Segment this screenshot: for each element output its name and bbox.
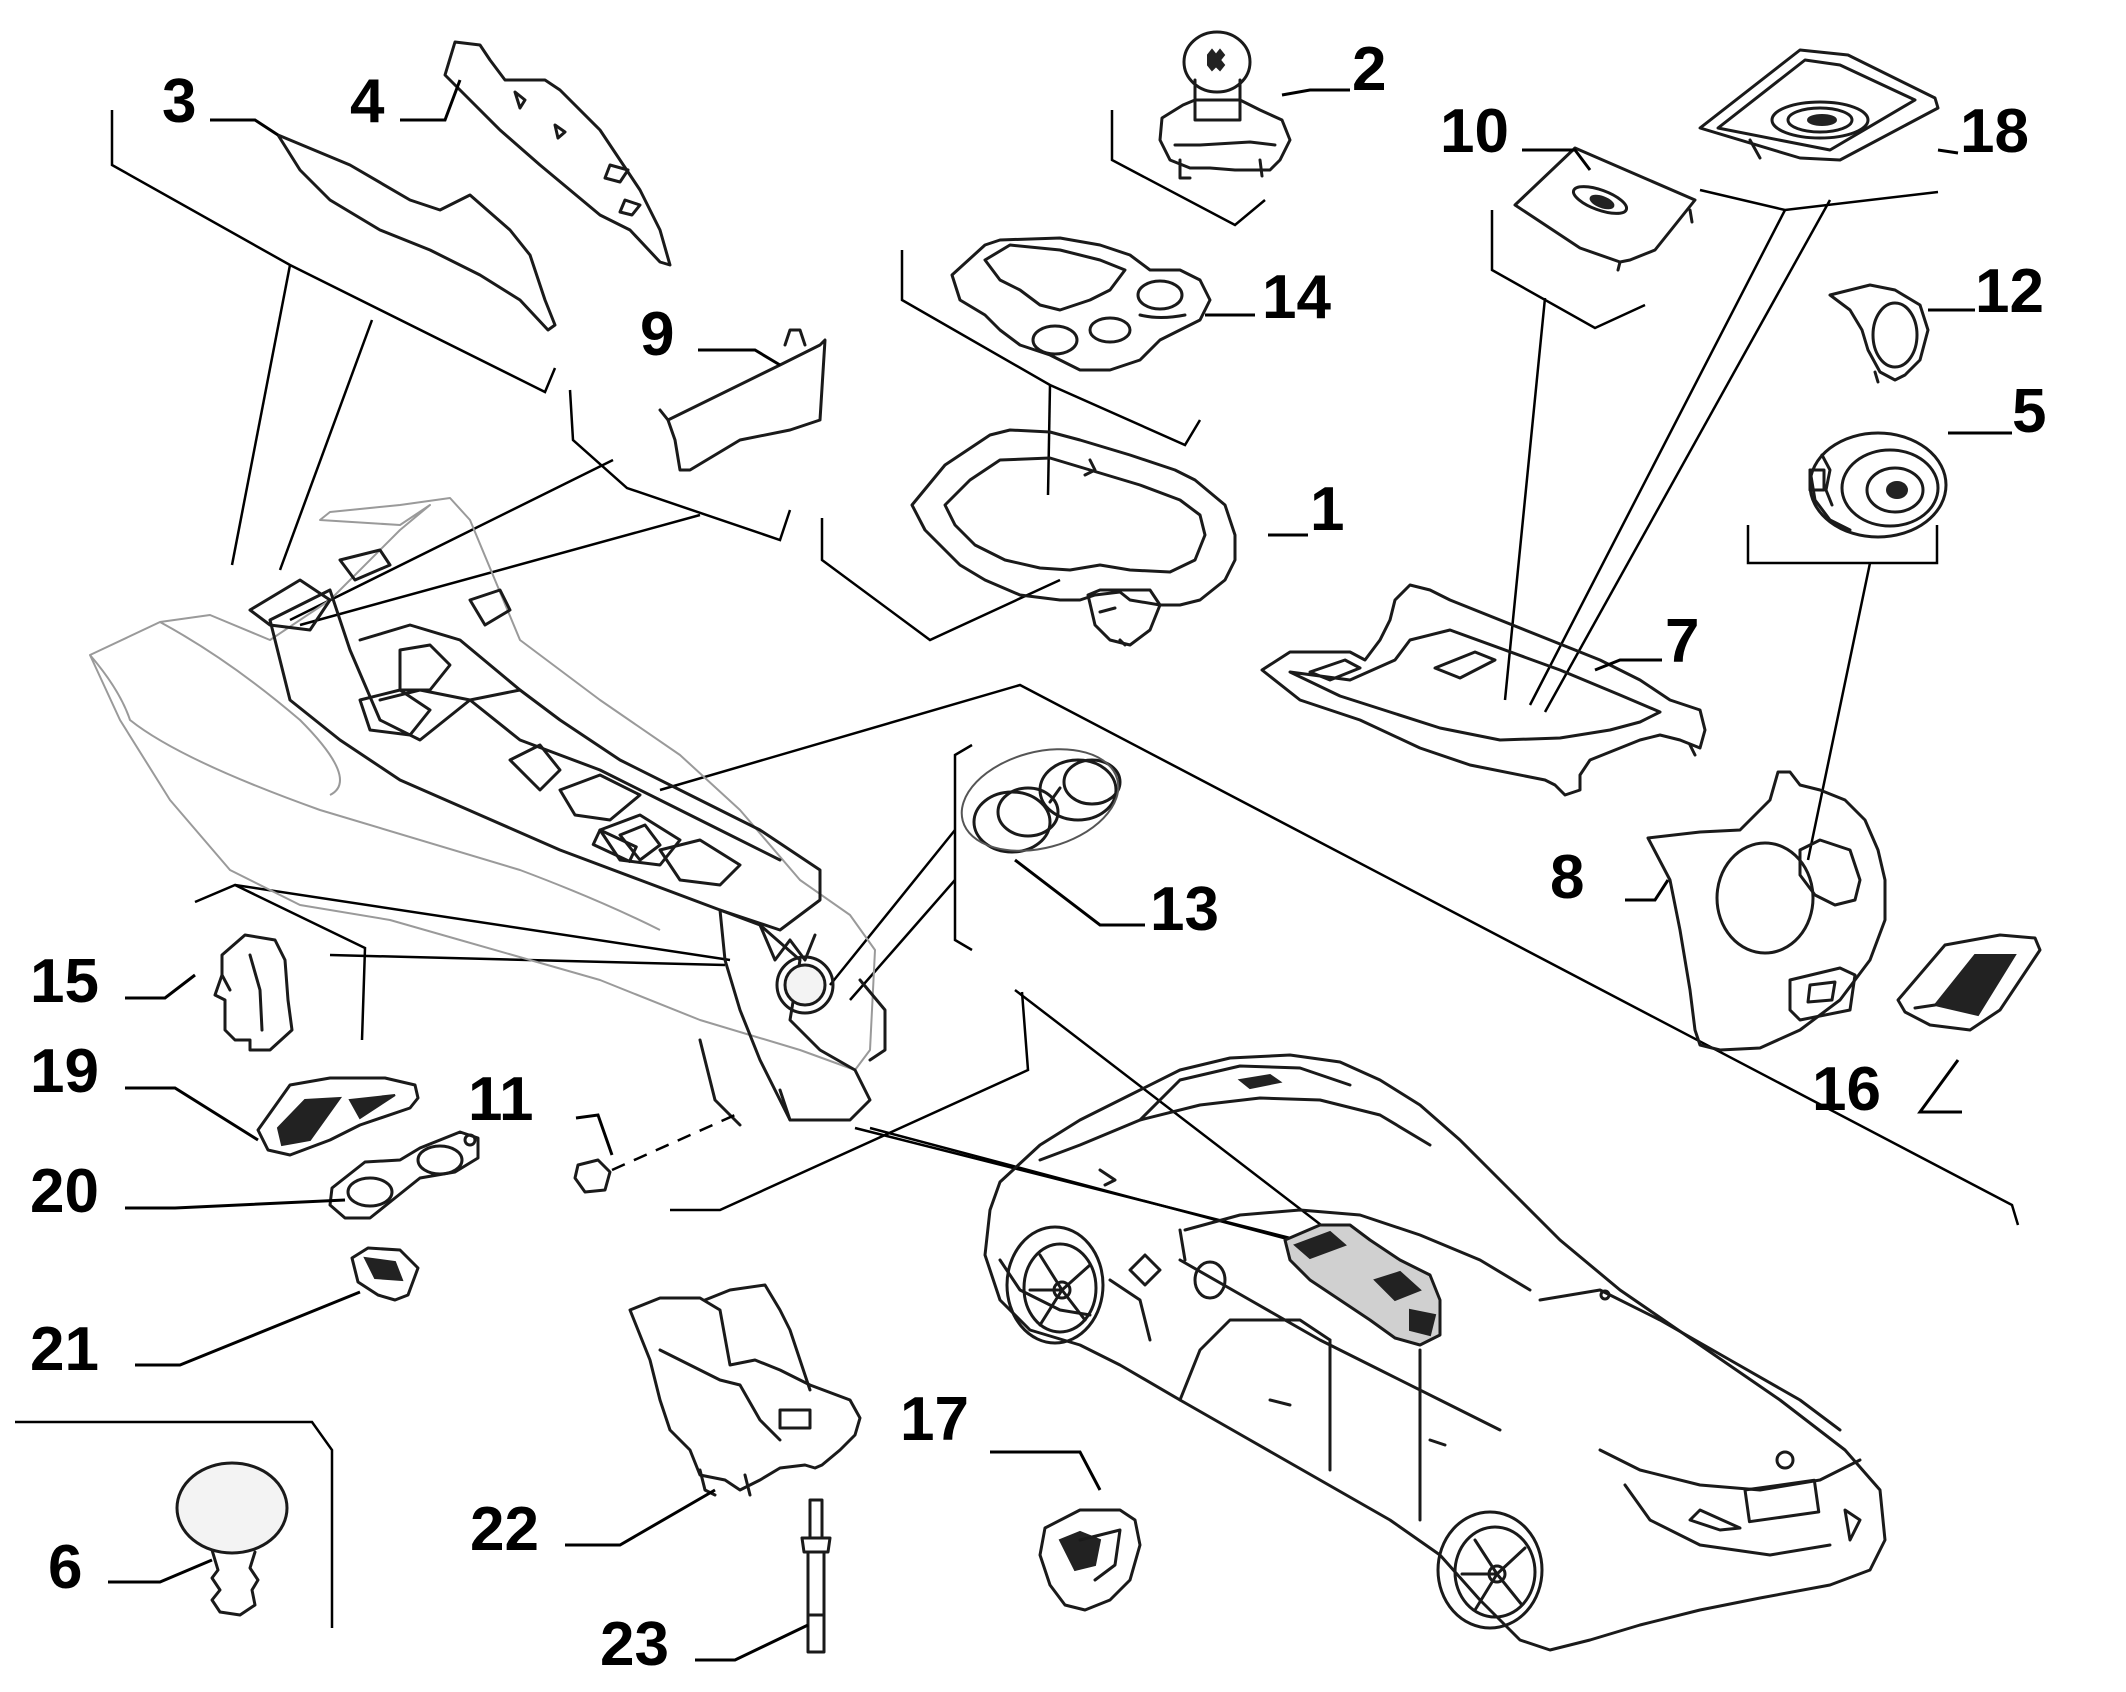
callout-10: 10 [1440,97,1509,166]
part-6-push-clip [175,1461,289,1617]
part-4-trim-panel [443,40,672,267]
part-17-switch-bezel [1038,1508,1142,1612]
callout-3: 3 [162,67,196,136]
callout-1: 1 [1310,475,1344,544]
callout-numbers: 1 2 3 4 5 6 7 8 9 10 11 12 13 14 15 16 1… [30,35,2046,1679]
callout-21: 21 [30,1315,99,1384]
part-8-side-panel [1646,770,1887,1052]
callout-17: 17 [900,1385,969,1454]
part-15-clip [213,933,294,1052]
part-21-switch-housing [350,1246,420,1302]
part-14-console-bezel [950,236,1212,372]
callout-13: 13 [1150,875,1219,944]
callout-18: 18 [1960,97,2029,166]
part-12-ring-cover [1828,283,1930,384]
part-10-cover-plate [1513,146,1697,272]
part-3-trim-panel [276,133,557,332]
part-11-dashed-guide [611,1113,736,1172]
callout-12: 12 [1975,257,2044,326]
callout-22: 22 [470,1495,539,1564]
center-console-assembly [89,497,887,1127]
callout-23: 23 [600,1610,669,1679]
callout-7: 7 [1665,607,1699,676]
callout-6: 6 [48,1533,82,1602]
callout-20: 20 [30,1157,99,1226]
part-5-controller-knob [1808,431,1948,539]
callout-16: 16 [1812,1055,1881,1124]
part-2-gear-knob-boot [1158,30,1292,180]
part-7-upper-trim [1260,583,1707,797]
callout-8: 8 [1550,843,1584,912]
callout-5: 5 [2012,377,2046,446]
part-13-cup-ring [960,748,1122,854]
callout-19: 19 [30,1037,99,1106]
part-22-armrest-base [628,1283,862,1497]
part-20-gasket [328,1130,480,1220]
callout-9: 9 [640,300,674,369]
part-16-rubber-mat [1896,933,2042,1032]
part-19-storage-tray [256,1076,420,1157]
part-23-rivet [800,1498,832,1654]
callout-11: 11 [468,1065,534,1134]
callout-leaders [108,79,2012,1662]
part-1-console-tray [910,428,1237,647]
callout-4: 4 [350,67,385,136]
part-9-bracket [658,328,827,472]
callout-2: 2 [1352,35,1386,104]
callout-14: 14 [1262,263,1331,332]
car-silhouette [983,1053,1887,1652]
callout-15: 15 [30,947,99,1016]
part-18-mat [1698,48,1940,162]
part-11-cap [573,1158,612,1194]
group-brackets [15,110,2020,1628]
